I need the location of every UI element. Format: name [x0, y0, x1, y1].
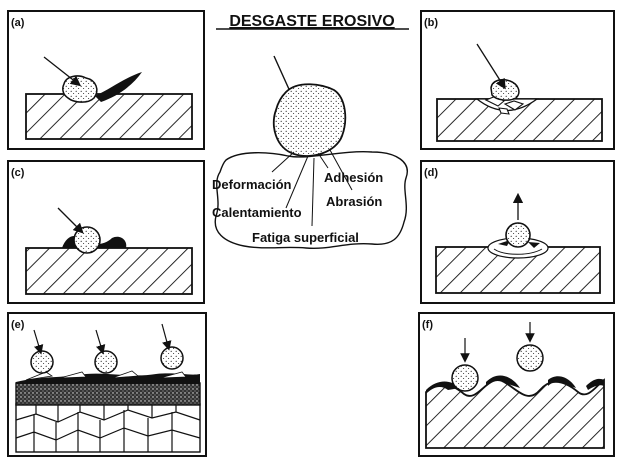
compacted-layer — [16, 383, 200, 405]
particle — [517, 345, 543, 371]
label-calentamiento: Calentamiento — [212, 205, 302, 220]
diagram-title: DESGASTE EROSIVO — [229, 13, 394, 30]
label-fatiga: Fatiga superficial — [252, 230, 359, 245]
particle — [31, 351, 53, 373]
central-particle — [274, 84, 346, 156]
particle — [452, 365, 478, 391]
label-adhesion: Adhesión — [324, 170, 383, 185]
mechanisms-center: Deformación Adhesión Abrasión Calentamie… — [212, 56, 407, 248]
substrate — [26, 94, 192, 139]
panel-e: (e) — [8, 313, 206, 456]
panel-c: (c) — [8, 161, 204, 303]
panel-d-label: (d) — [424, 167, 438, 179]
panel-b: (b) — [421, 11, 614, 149]
particle — [95, 351, 117, 373]
fragment — [499, 108, 509, 114]
panel-d: (d) — [421, 161, 614, 303]
label-deformacion: Deformación — [212, 177, 292, 192]
panel-c-label: (c) — [11, 167, 25, 179]
particle — [491, 80, 519, 100]
panel-f-label: (f) — [422, 319, 433, 331]
particle — [161, 347, 183, 369]
particle — [506, 223, 530, 247]
panel-b-label: (b) — [424, 17, 438, 29]
particle — [63, 76, 97, 102]
panel-e-label: (e) — [11, 319, 25, 331]
label-abrasion: Abrasión — [326, 194, 382, 209]
particle — [74, 227, 100, 253]
panel-a-label: (a) — [11, 17, 25, 29]
substrate — [26, 248, 192, 294]
panel-a: (a) — [8, 11, 204, 149]
panel-f: (f) — [419, 313, 614, 456]
